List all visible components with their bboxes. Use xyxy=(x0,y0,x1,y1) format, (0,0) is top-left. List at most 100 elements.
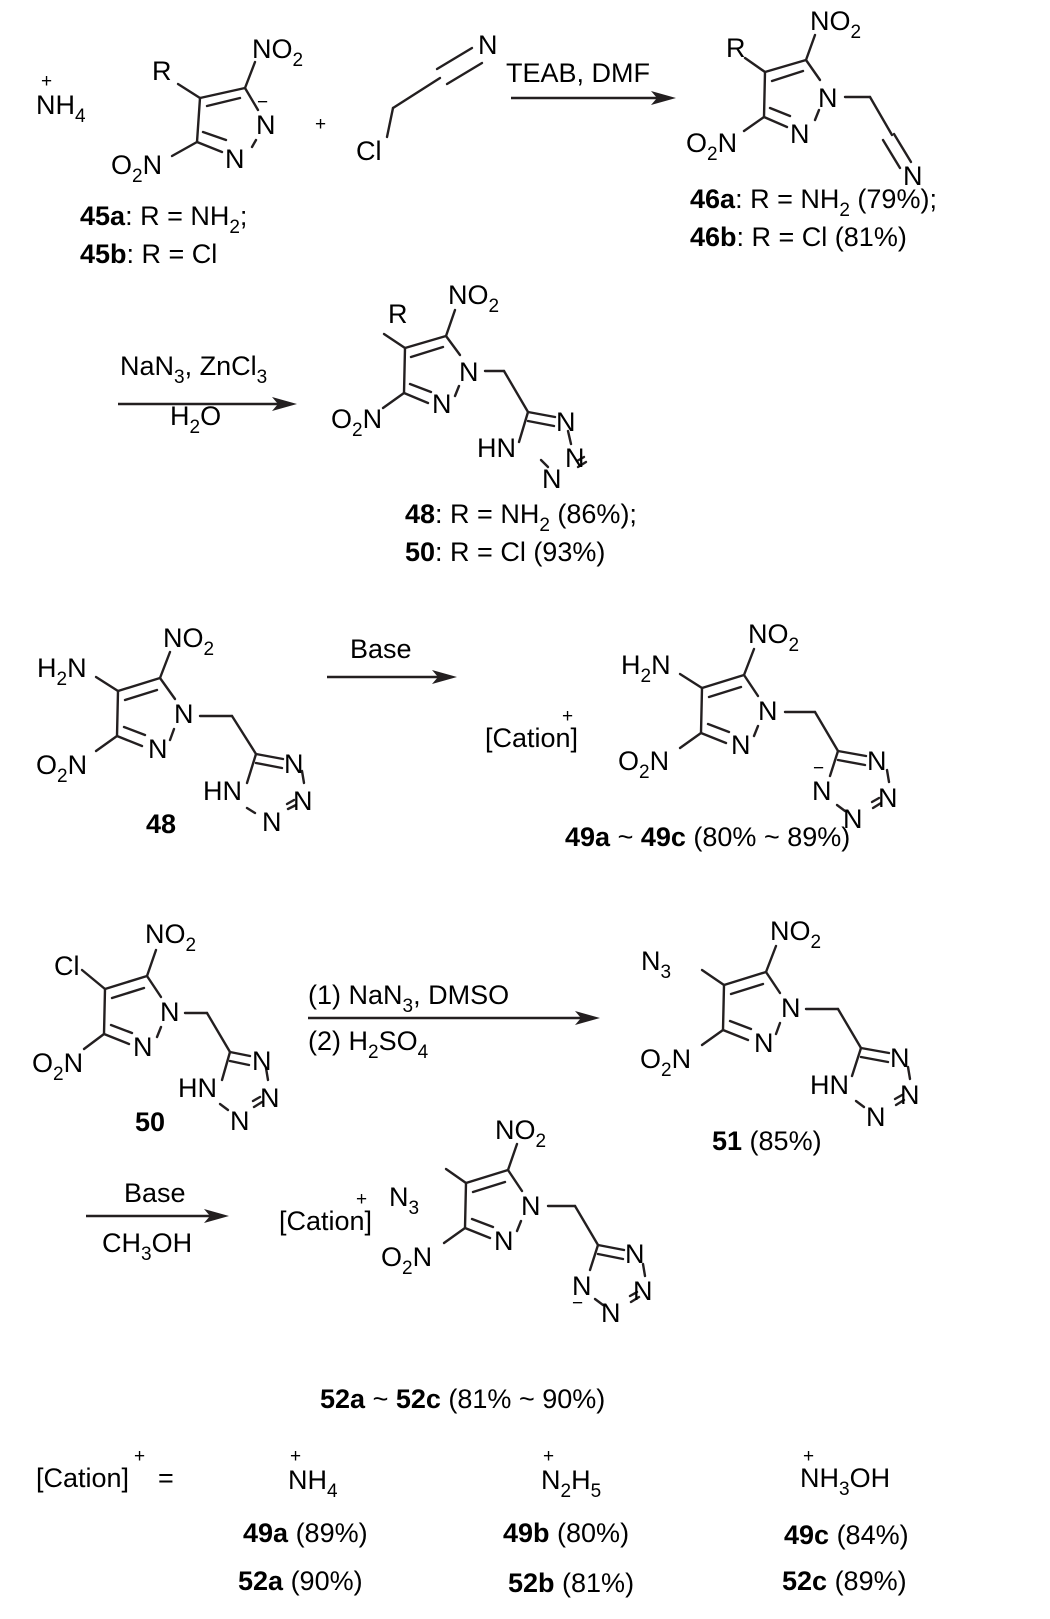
reactant-50: Cl NO2 N N O2N N N N HN 50 xyxy=(32,919,280,1137)
nitro-group: NO2 xyxy=(748,619,799,656)
cation-table: [Cation] + = + NH4 + N2H5 + NH3OH 49a (8… xyxy=(36,1446,909,1598)
negative-charge: − xyxy=(813,758,824,779)
conditions-nan3-zncl3: NaN3, ZnCl3 xyxy=(120,351,267,388)
tetrazole-nitrogen: N xyxy=(633,1276,653,1306)
nitro-group: O2N xyxy=(32,1048,83,1085)
cation-label: [Cation] xyxy=(485,723,578,753)
arrowhead xyxy=(575,1011,600,1025)
compound-label-52a-52c: 52a ~ 52c (81% ~ 90%) xyxy=(320,1384,605,1414)
cation-charge: + xyxy=(290,1446,301,1467)
tetrazole-nitrogen: N xyxy=(866,1102,886,1132)
conditions-teab-dmf: TEAB, DMF xyxy=(506,58,650,88)
nitro-group: NO2 xyxy=(163,623,214,660)
r-group: R xyxy=(388,299,408,329)
nitrile-nitrogen: N xyxy=(903,161,923,191)
compound-label-52b: 52b (81%) xyxy=(508,1568,634,1598)
reactant-pyrazolate-45: R NO2 − N N O2N xyxy=(111,34,303,187)
tetrazole-nitrogen: N xyxy=(625,1239,645,1269)
tetrazole-nitrogen: N xyxy=(890,1043,910,1073)
tetrazole-nh: HN xyxy=(810,1070,849,1100)
ring-nitrogen: N xyxy=(754,1028,774,1058)
conditions-base: Base xyxy=(124,1178,186,1208)
product-49: [Cation] + H2N NO2 N N O2N − N N N N xyxy=(485,619,898,834)
cation-charge: + xyxy=(562,706,573,727)
nitro-group: O2N xyxy=(686,128,737,165)
conditions-methanol: CH3OH xyxy=(102,1228,192,1265)
ring-nitrogen: N xyxy=(432,389,452,419)
nitro-group: NO2 xyxy=(810,6,861,43)
tetrazole-nitrogen: N xyxy=(542,464,562,494)
ring-nitrogen: N xyxy=(790,119,810,149)
reactant-chloroacetonitrile: N Cl xyxy=(356,30,498,166)
cation-hydrazinium: N2H5 xyxy=(541,1465,601,1502)
tetrazole-nitrogen: N xyxy=(293,786,313,816)
compound-label-49c: 49c (84%) xyxy=(784,1520,909,1550)
ring-nitrogen: N xyxy=(174,699,194,729)
compound-label-51: 51 (85%) xyxy=(712,1126,822,1156)
arrowhead xyxy=(651,91,676,105)
cation-label: [Cation] xyxy=(279,1206,372,1236)
tetrazole-nitrogen: N xyxy=(556,407,576,437)
compound-label-49a: 49a (89%) xyxy=(243,1518,368,1548)
cation-formula: NH4 xyxy=(36,90,86,127)
nitro-group: NO2 xyxy=(145,919,196,956)
product-48-50: R NO2 N N O2N N N N HN xyxy=(331,280,588,494)
azido-group: N3 xyxy=(641,946,671,983)
ring-nitrogen: N xyxy=(494,1226,514,1256)
compound-label-48: 48 xyxy=(146,809,176,839)
cation-charge: + xyxy=(543,1446,554,1467)
reaction-arrow-5[interactable]: Base CH3OH xyxy=(86,1178,229,1265)
nitro-group: O2N xyxy=(111,150,162,187)
tetrazole-nh: HN xyxy=(477,433,516,463)
tetrazole-nitrogen: N xyxy=(900,1080,920,1110)
cation-ammonium: NH4 xyxy=(288,1465,338,1502)
compound-label-50: 50: R = Cl (93%) xyxy=(405,537,605,567)
compound-label-45b: 45b: R = Cl xyxy=(80,239,217,269)
cation-header: [Cation] xyxy=(36,1463,129,1493)
charge-plus: + xyxy=(41,71,52,92)
reactant-ammonium-cation: + NH4 xyxy=(36,71,86,127)
reaction-arrow-1[interactable]: TEAB, DMF xyxy=(506,58,676,105)
ring-nitrogen: N xyxy=(521,1191,541,1221)
r-group: R xyxy=(726,33,746,63)
tetrazole-nh: HN xyxy=(203,776,242,806)
nitro-group: O2N xyxy=(640,1044,691,1081)
conditions-water: H2O xyxy=(170,401,221,438)
product-51: N3 NO2 N N O2N N N N HN xyxy=(640,916,920,1132)
nitro-group: NO2 xyxy=(495,1115,546,1152)
reaction-arrow-2[interactable]: NaN3, ZnCl3 H2O xyxy=(118,351,297,438)
amino-group: H2N xyxy=(37,653,87,690)
nitro-group: O2N xyxy=(36,750,87,787)
compound-label-46a: 46a: R = NH2 (79%); xyxy=(690,184,937,221)
nitro-group: NO2 xyxy=(448,280,499,317)
ring-nitrogen: N xyxy=(133,1032,153,1062)
ring-nitrogen: N xyxy=(225,144,245,174)
reaction-arrow-4[interactable]: (1) NaN3, DMSO (2) H2SO4 xyxy=(308,980,600,1063)
tetrazole-nitrogen: N xyxy=(260,1083,280,1113)
compound-label-46b: 46b: R = Cl (81%) xyxy=(690,222,907,252)
tetrazole-nitrogen: N xyxy=(572,1271,592,1301)
tetrazole-nitrogen: N xyxy=(565,443,585,473)
tetrazole-nitrogen: N xyxy=(878,783,898,813)
ring-nitrogen: N xyxy=(731,730,751,760)
ring-nitrogen: N xyxy=(148,734,168,764)
chlorine: Cl xyxy=(54,951,80,981)
compound-label-45a: 45a: R = NH2; xyxy=(80,201,247,238)
tetrazole-nitrogen: N xyxy=(601,1298,621,1328)
compound-label-52a: 52a (90%) xyxy=(238,1566,363,1596)
tetrazole-nitrogen: N xyxy=(843,804,863,834)
conditions-nan3-dmso: (1) NaN3, DMSO xyxy=(308,980,509,1017)
product-52: [Cation] + N3 NO2 N N O2N − N N N N xyxy=(279,1115,653,1328)
reaction-arrow-3[interactable]: Base xyxy=(327,634,457,684)
compound-label-49b: 49b (80%) xyxy=(503,1518,629,1548)
ring-nitrogen: N xyxy=(459,357,479,387)
nitro-group: O2N xyxy=(381,1242,432,1279)
amino-group: H2N xyxy=(621,650,671,687)
arrowhead xyxy=(432,670,457,684)
cation-charge: + xyxy=(356,1189,367,1210)
cation-charge: + xyxy=(134,1446,145,1467)
arrowhead xyxy=(272,397,297,411)
compound-label-50: 50 xyxy=(135,1107,165,1137)
nitrile-nitrogen: N xyxy=(478,30,498,60)
